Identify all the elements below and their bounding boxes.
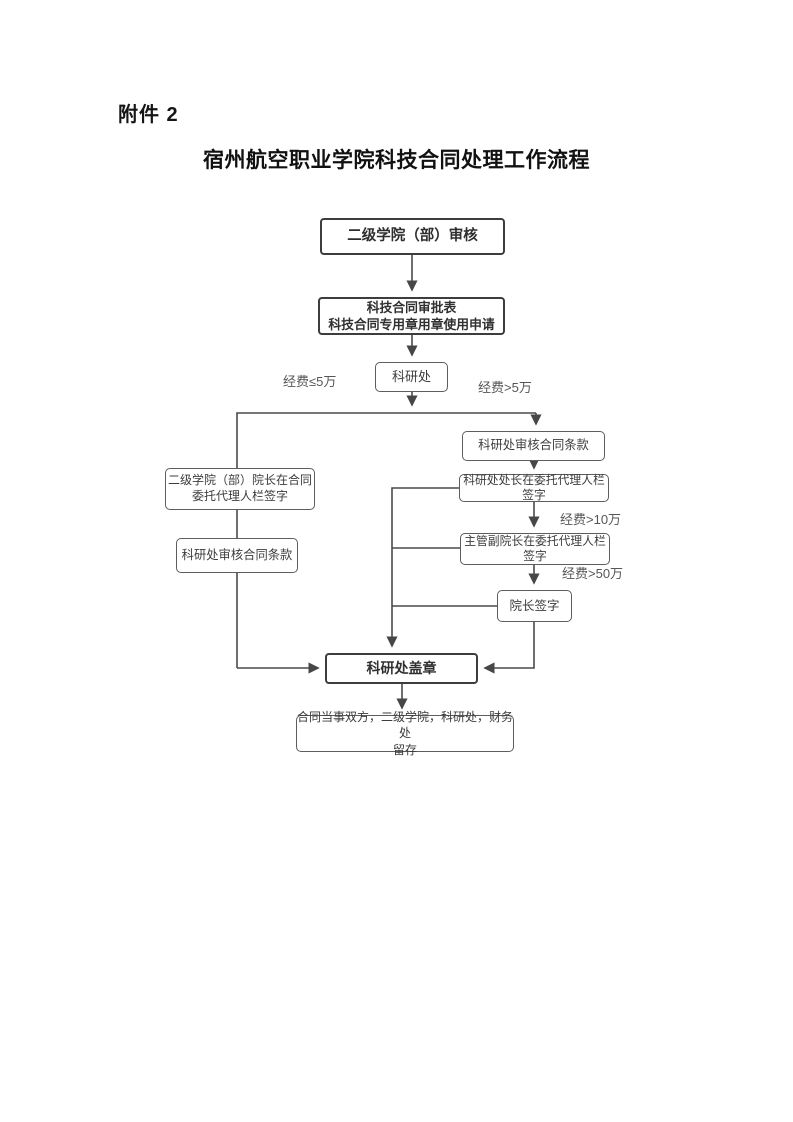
edge-label-funds-gt-100k: 经费>10万 xyxy=(560,512,622,527)
node-research-office: 科研处 xyxy=(375,362,448,392)
edge-inner-rail xyxy=(386,487,459,648)
node-left-research-office-review-terms: 科研处审核合同条款 xyxy=(176,538,298,573)
node-secondary-college-review: 二级学院（部）审核 xyxy=(320,218,505,255)
node-left-dean-signs-agent-column: 二级学院（部）院长在合同 委托代理人栏签字 xyxy=(165,468,315,510)
node-president-signs: 院长签字 xyxy=(497,590,572,622)
page-title: 宿州航空职业学院科技合同处理工作流程 xyxy=(203,149,590,172)
attachment-label: 附件 2 xyxy=(118,104,179,126)
edge-president-to-stamp xyxy=(483,622,535,674)
edge-label-funds-le-50k: 经费≤5万 xyxy=(283,374,337,389)
edge-label-funds-gt-50k: 经费>5万 xyxy=(478,380,532,395)
node-research-director-signs: 科研处处长在委托代理人栏签字 xyxy=(459,473,609,502)
node-contract-approval-forms: 科技合同审批表 科技合同专用章用章使用申请 xyxy=(318,297,505,335)
edge-label-funds-gt-500k: 经费>50万 xyxy=(562,566,624,581)
edge-branch-rail xyxy=(236,412,536,668)
node-research-office-stamp: 科研处盖章 xyxy=(325,653,478,684)
node-vice-president-signs: 主管副院长在委托代理人栏 签字 xyxy=(460,533,610,565)
node-right-research-office-review-terms: 科研处审核合同条款 xyxy=(462,431,605,461)
node-copies-retained: 合同当事双方，二级学院，科研处，财务处 留存 xyxy=(296,710,514,757)
